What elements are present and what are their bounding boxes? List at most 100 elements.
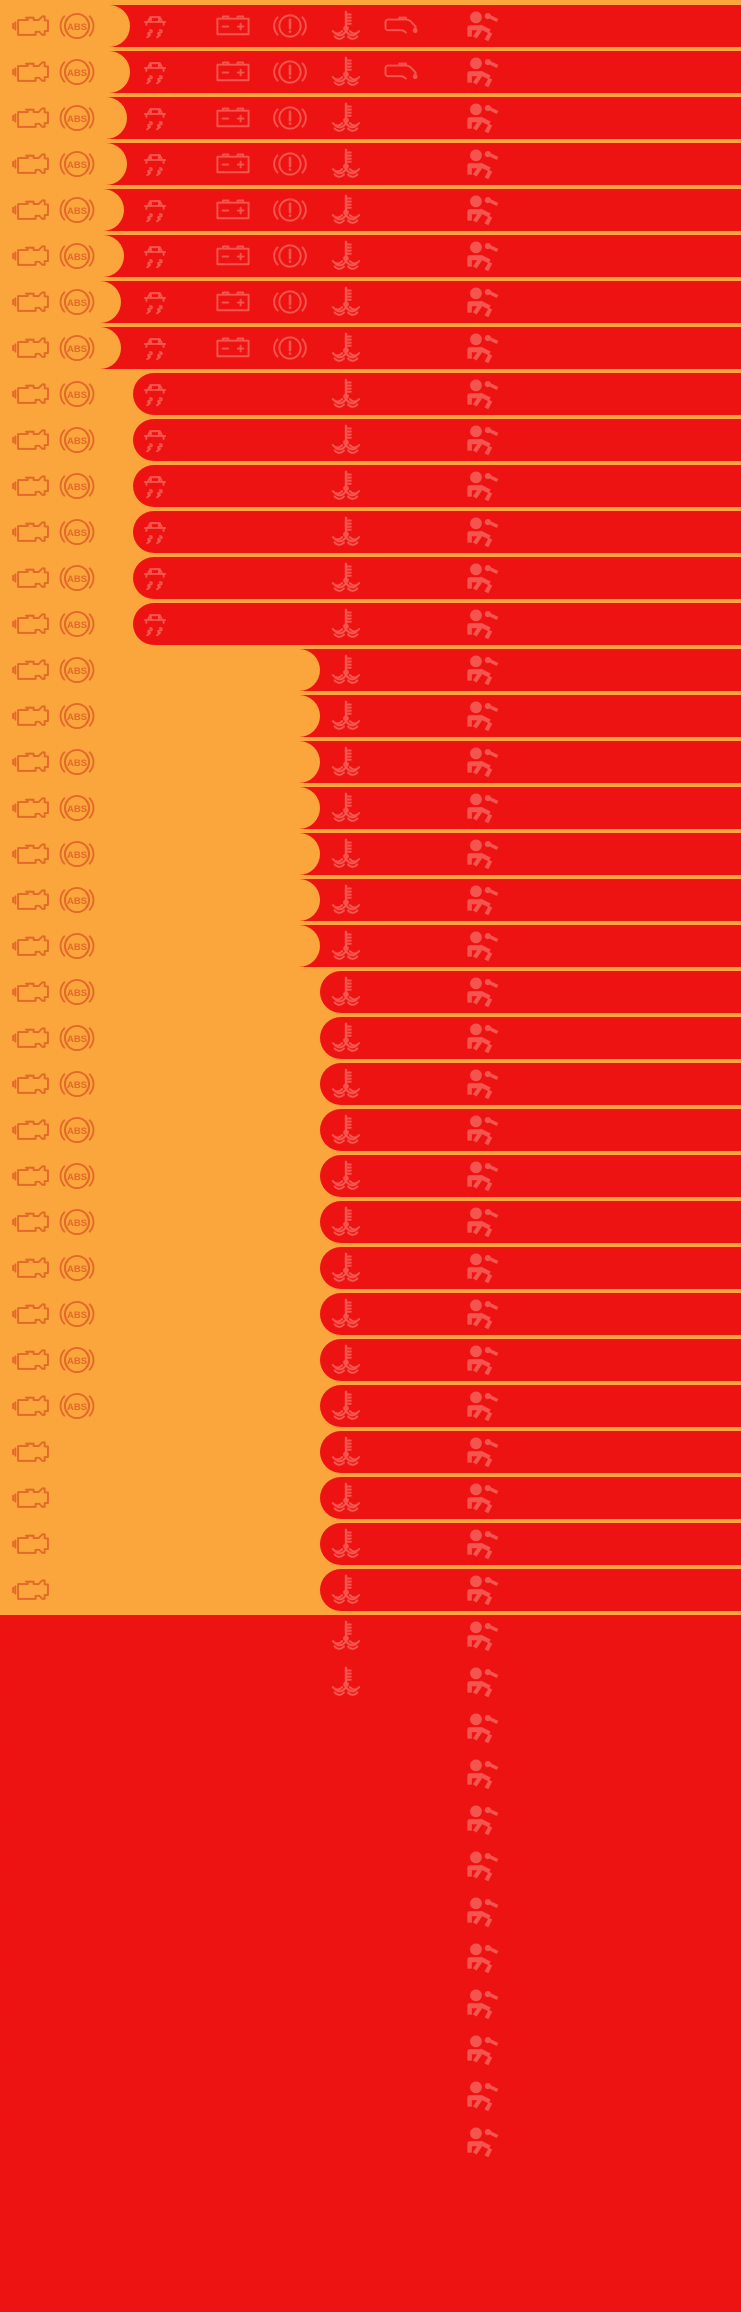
warning-light-row: ABS — [0, 1063, 741, 1105]
row-separator — [0, 1795, 741, 1799]
row-separator — [0, 1105, 741, 1109]
row-red-pill — [133, 419, 741, 461]
row-orange-pill — [0, 327, 121, 369]
row-separator — [0, 369, 741, 373]
row-red-pill — [320, 1477, 741, 1519]
row-red-pill — [0, 1845, 741, 1887]
row-red-pill — [320, 1201, 741, 1243]
row-orange-pill — [0, 879, 320, 921]
row-red-pill — [0, 1891, 741, 1933]
row-red-pill — [320, 741, 741, 783]
row-orange-pill — [0, 649, 320, 691]
row-red-pill — [133, 97, 741, 139]
row-red-pill — [0, 2121, 741, 2163]
row-orange-pill — [0, 51, 130, 93]
warning-light-row — [0, 1569, 741, 1611]
row-separator — [0, 323, 741, 327]
warning-light-row: ABS — [0, 603, 741, 645]
row-orange-pill — [0, 143, 127, 185]
row-separator — [0, 1657, 741, 1661]
row-separator — [0, 1519, 741, 1523]
row-orange-pill — [0, 695, 320, 737]
warning-light-row: ABS — [0, 511, 741, 553]
row-red-pill — [133, 327, 741, 369]
row-red-pill — [133, 51, 741, 93]
row-separator — [0, 1013, 741, 1017]
warning-light-row: ABS — [0, 189, 741, 231]
row-separator — [0, 783, 741, 787]
row-separator — [0, 691, 741, 695]
warning-light-row — [0, 1891, 741, 1933]
warning-light-row: ABS — [0, 235, 741, 277]
row-separator — [0, 231, 741, 235]
row-separator — [0, 1243, 741, 1247]
row-orange-pill — [0, 189, 124, 231]
row-red-pill — [0, 1799, 741, 1841]
row-red-pill — [133, 143, 741, 185]
row-red-pill — [320, 787, 741, 829]
warning-light-row — [0, 1707, 741, 1749]
row-red-pill — [320, 1385, 741, 1427]
row-separator — [0, 93, 741, 97]
row-red-pill — [0, 1753, 741, 1795]
warning-light-row: ABS — [0, 51, 741, 93]
row-separator — [0, 1703, 741, 1707]
row-separator — [0, 1887, 741, 1891]
warning-light-row — [0, 2075, 741, 2117]
row-red-pill — [0, 2075, 741, 2117]
warning-light-row: ABS — [0, 925, 741, 967]
warning-light-row: ABS — [0, 695, 741, 737]
row-orange-pill — [0, 97, 127, 139]
warning-light-row — [0, 1983, 741, 2025]
row-red-pill — [133, 603, 741, 645]
row-red-pill — [320, 925, 741, 967]
row-red-pill — [320, 1569, 741, 1611]
row-red-pill — [320, 1247, 741, 1289]
warning-light-row: ABS — [0, 787, 741, 829]
row-separator — [0, 461, 741, 465]
row-red-pill — [0, 1661, 741, 1703]
warning-light-row — [0, 1431, 741, 1473]
row-separator — [0, 47, 741, 51]
warning-light-row — [0, 2029, 741, 2071]
row-red-pill — [320, 1063, 741, 1105]
row-separator — [0, 1841, 741, 1845]
row-red-pill — [133, 5, 741, 47]
warning-light-row — [0, 1799, 741, 1841]
row-red-pill — [0, 1707, 741, 1749]
warning-light-row: ABS — [0, 465, 741, 507]
warning-light-row: ABS — [0, 833, 741, 875]
row-red-pill — [320, 1431, 741, 1473]
row-red-pill — [0, 1983, 741, 2025]
row-orange-pill — [0, 833, 320, 875]
row-separator — [0, 1979, 741, 1983]
row-orange-pill — [0, 787, 320, 829]
row-orange-pill — [0, 5, 130, 47]
warning-light-row: ABS — [0, 1201, 741, 1243]
warning-light-row: ABS — [0, 5, 741, 47]
warning-light-row: ABS — [0, 1293, 741, 1335]
row-separator — [0, 875, 741, 879]
row-separator — [0, 967, 741, 971]
row-red-pill — [133, 465, 741, 507]
warning-light-row: ABS — [0, 1385, 741, 1427]
row-separator — [0, 1749, 741, 1753]
row-separator — [0, 645, 741, 649]
warning-light-row: ABS — [0, 1017, 741, 1059]
warning-light-row: ABS — [0, 1155, 741, 1197]
row-separator — [0, 599, 741, 603]
row-red-pill — [320, 695, 741, 737]
warning-light-row: ABS — [0, 281, 741, 323]
warning-light-row: ABS — [0, 1339, 741, 1381]
warning-light-row — [0, 1937, 741, 1979]
row-red-pill — [133, 189, 741, 231]
row-separator — [0, 737, 741, 741]
row-separator — [0, 2025, 741, 2029]
row-red-pill — [0, 1937, 741, 1979]
row-red-pill — [320, 649, 741, 691]
warning-light-row: ABS — [0, 741, 741, 783]
row-separator — [0, 829, 741, 833]
row-orange-pill — [0, 281, 121, 323]
row-red-pill — [320, 971, 741, 1013]
